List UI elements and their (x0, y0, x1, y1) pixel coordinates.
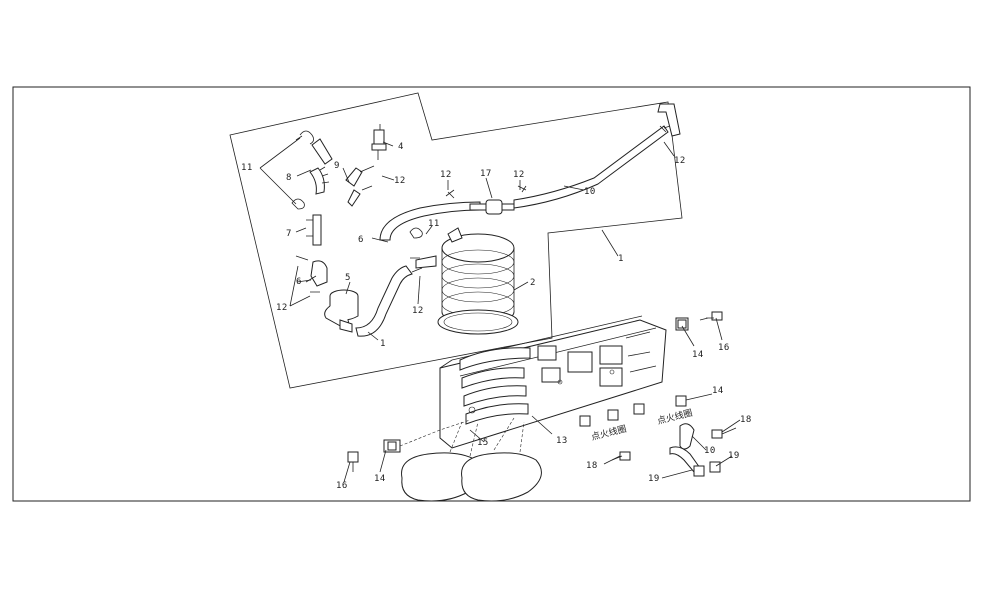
callout-12: 12 (513, 170, 525, 180)
clips-14-bracket (579, 395, 687, 427)
callout-5: 5 (345, 273, 351, 283)
callout-7: 7 (286, 229, 292, 239)
callout-18: 18 (586, 461, 598, 471)
callout-14: 14 (374, 474, 386, 484)
clip-14-left (383, 439, 401, 453)
callout-13: 13 (556, 436, 568, 446)
callout-12: 12 (440, 170, 452, 180)
callout-16: 16 (336, 481, 348, 491)
callout-11: 11 (428, 219, 440, 229)
callout-6: 6 (296, 277, 302, 287)
callout-17: 17 (480, 169, 492, 179)
bolt-16-right (699, 311, 723, 321)
bolt-16-left (347, 451, 359, 472)
callout-12: 12 (276, 303, 288, 313)
callout-14: 14 (712, 386, 724, 396)
hose-group-left (291, 124, 413, 337)
callout-10: 10 (704, 446, 716, 456)
callout-14: 14 (692, 350, 704, 360)
callout-12: 12 (674, 156, 686, 166)
subassembly-boundary (229, 92, 683, 389)
callout-9: 9 (334, 161, 340, 171)
callout-labels: 11 8 9 4 12 7 12 17 12 10 12 11 6 1 6 5 … (241, 142, 752, 491)
callout-16: 16 (718, 343, 730, 353)
callout-1: 1 (618, 254, 624, 264)
callout-8: 8 (286, 173, 292, 183)
callout-12: 12 (394, 176, 406, 186)
leader-lines (259, 137, 741, 483)
callout-12: 12 (412, 306, 424, 316)
callout-18: 18 (740, 415, 752, 425)
canister-2 (409, 227, 519, 335)
callout-19: 19 (728, 451, 740, 461)
callout-19: 19 (648, 474, 660, 484)
callout-11: 11 (241, 163, 253, 173)
callout-15: 15 (477, 438, 489, 448)
callout-1: 1 (380, 339, 386, 349)
bracket-10-lower (669, 423, 721, 477)
bracket-13 (439, 315, 667, 449)
bolt-18-right (711, 427, 737, 439)
nut-14-right (675, 317, 689, 331)
callout-4: 4 (398, 142, 404, 152)
clamp-12-top (445, 189, 455, 199)
callout-2: 2 (530, 278, 536, 288)
gaskets-15 (401, 417, 542, 502)
callout-6: 6 (358, 235, 364, 245)
callout-10: 10 (584, 187, 596, 197)
hose-10-assembly (469, 103, 681, 215)
